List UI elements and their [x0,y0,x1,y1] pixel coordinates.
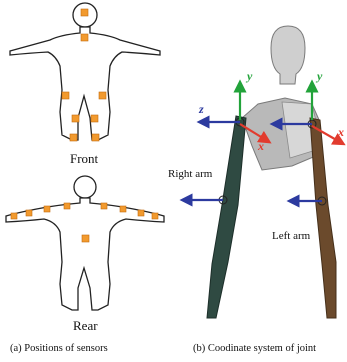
left-arm [310,118,336,318]
rear-sensor-left-upper-arm [44,206,50,212]
rear-sensor-left-shoulder [64,203,70,209]
rear-sensor-left-forearm [26,210,32,216]
front-sensor-chest [81,34,88,41]
caption-a: (a) Positions of sensors [10,343,108,354]
front-sensor-head [81,9,88,16]
rear-body-outline [6,176,164,310]
right-shoulder-z-label: z [198,102,204,116]
left-shoulder-x-label: x [337,125,344,139]
front-sensor-left-hip [62,92,69,99]
rear-sensor-right-shoulder [101,203,107,209]
front-sensor-left-foot [70,134,77,141]
front-sensor-right-foot [92,134,99,141]
front-label: Front [70,151,98,167]
skeleton-torso [242,98,320,170]
right-arm-label: Right arm [168,168,212,180]
rear-label: Rear [73,318,98,334]
front-sensor-left-thigh [72,115,79,122]
rear-sensor-lower-back [82,235,89,242]
front-sensor-right-thigh [91,115,98,122]
elbow-axes [186,200,322,201]
left-arm-label: Left arm [272,230,310,242]
front-body-outline [10,3,160,140]
rear-sensor-right-upper-arm [120,206,126,212]
rear-sensor-left-wrist [11,213,17,219]
skeleton-head [271,26,305,84]
right-shoulder-y-label: y [245,69,253,83]
caption-b: (b) Coodinate system of joint [193,343,316,354]
rear-sensor-right-wrist [152,213,158,219]
right-arm [207,116,246,318]
right-shoulder-x-label: x [257,139,264,153]
front-sensor-right-hip [99,92,106,99]
left-shoulder-y-label: y [315,69,323,83]
rear-sensor-right-forearm [138,210,144,216]
